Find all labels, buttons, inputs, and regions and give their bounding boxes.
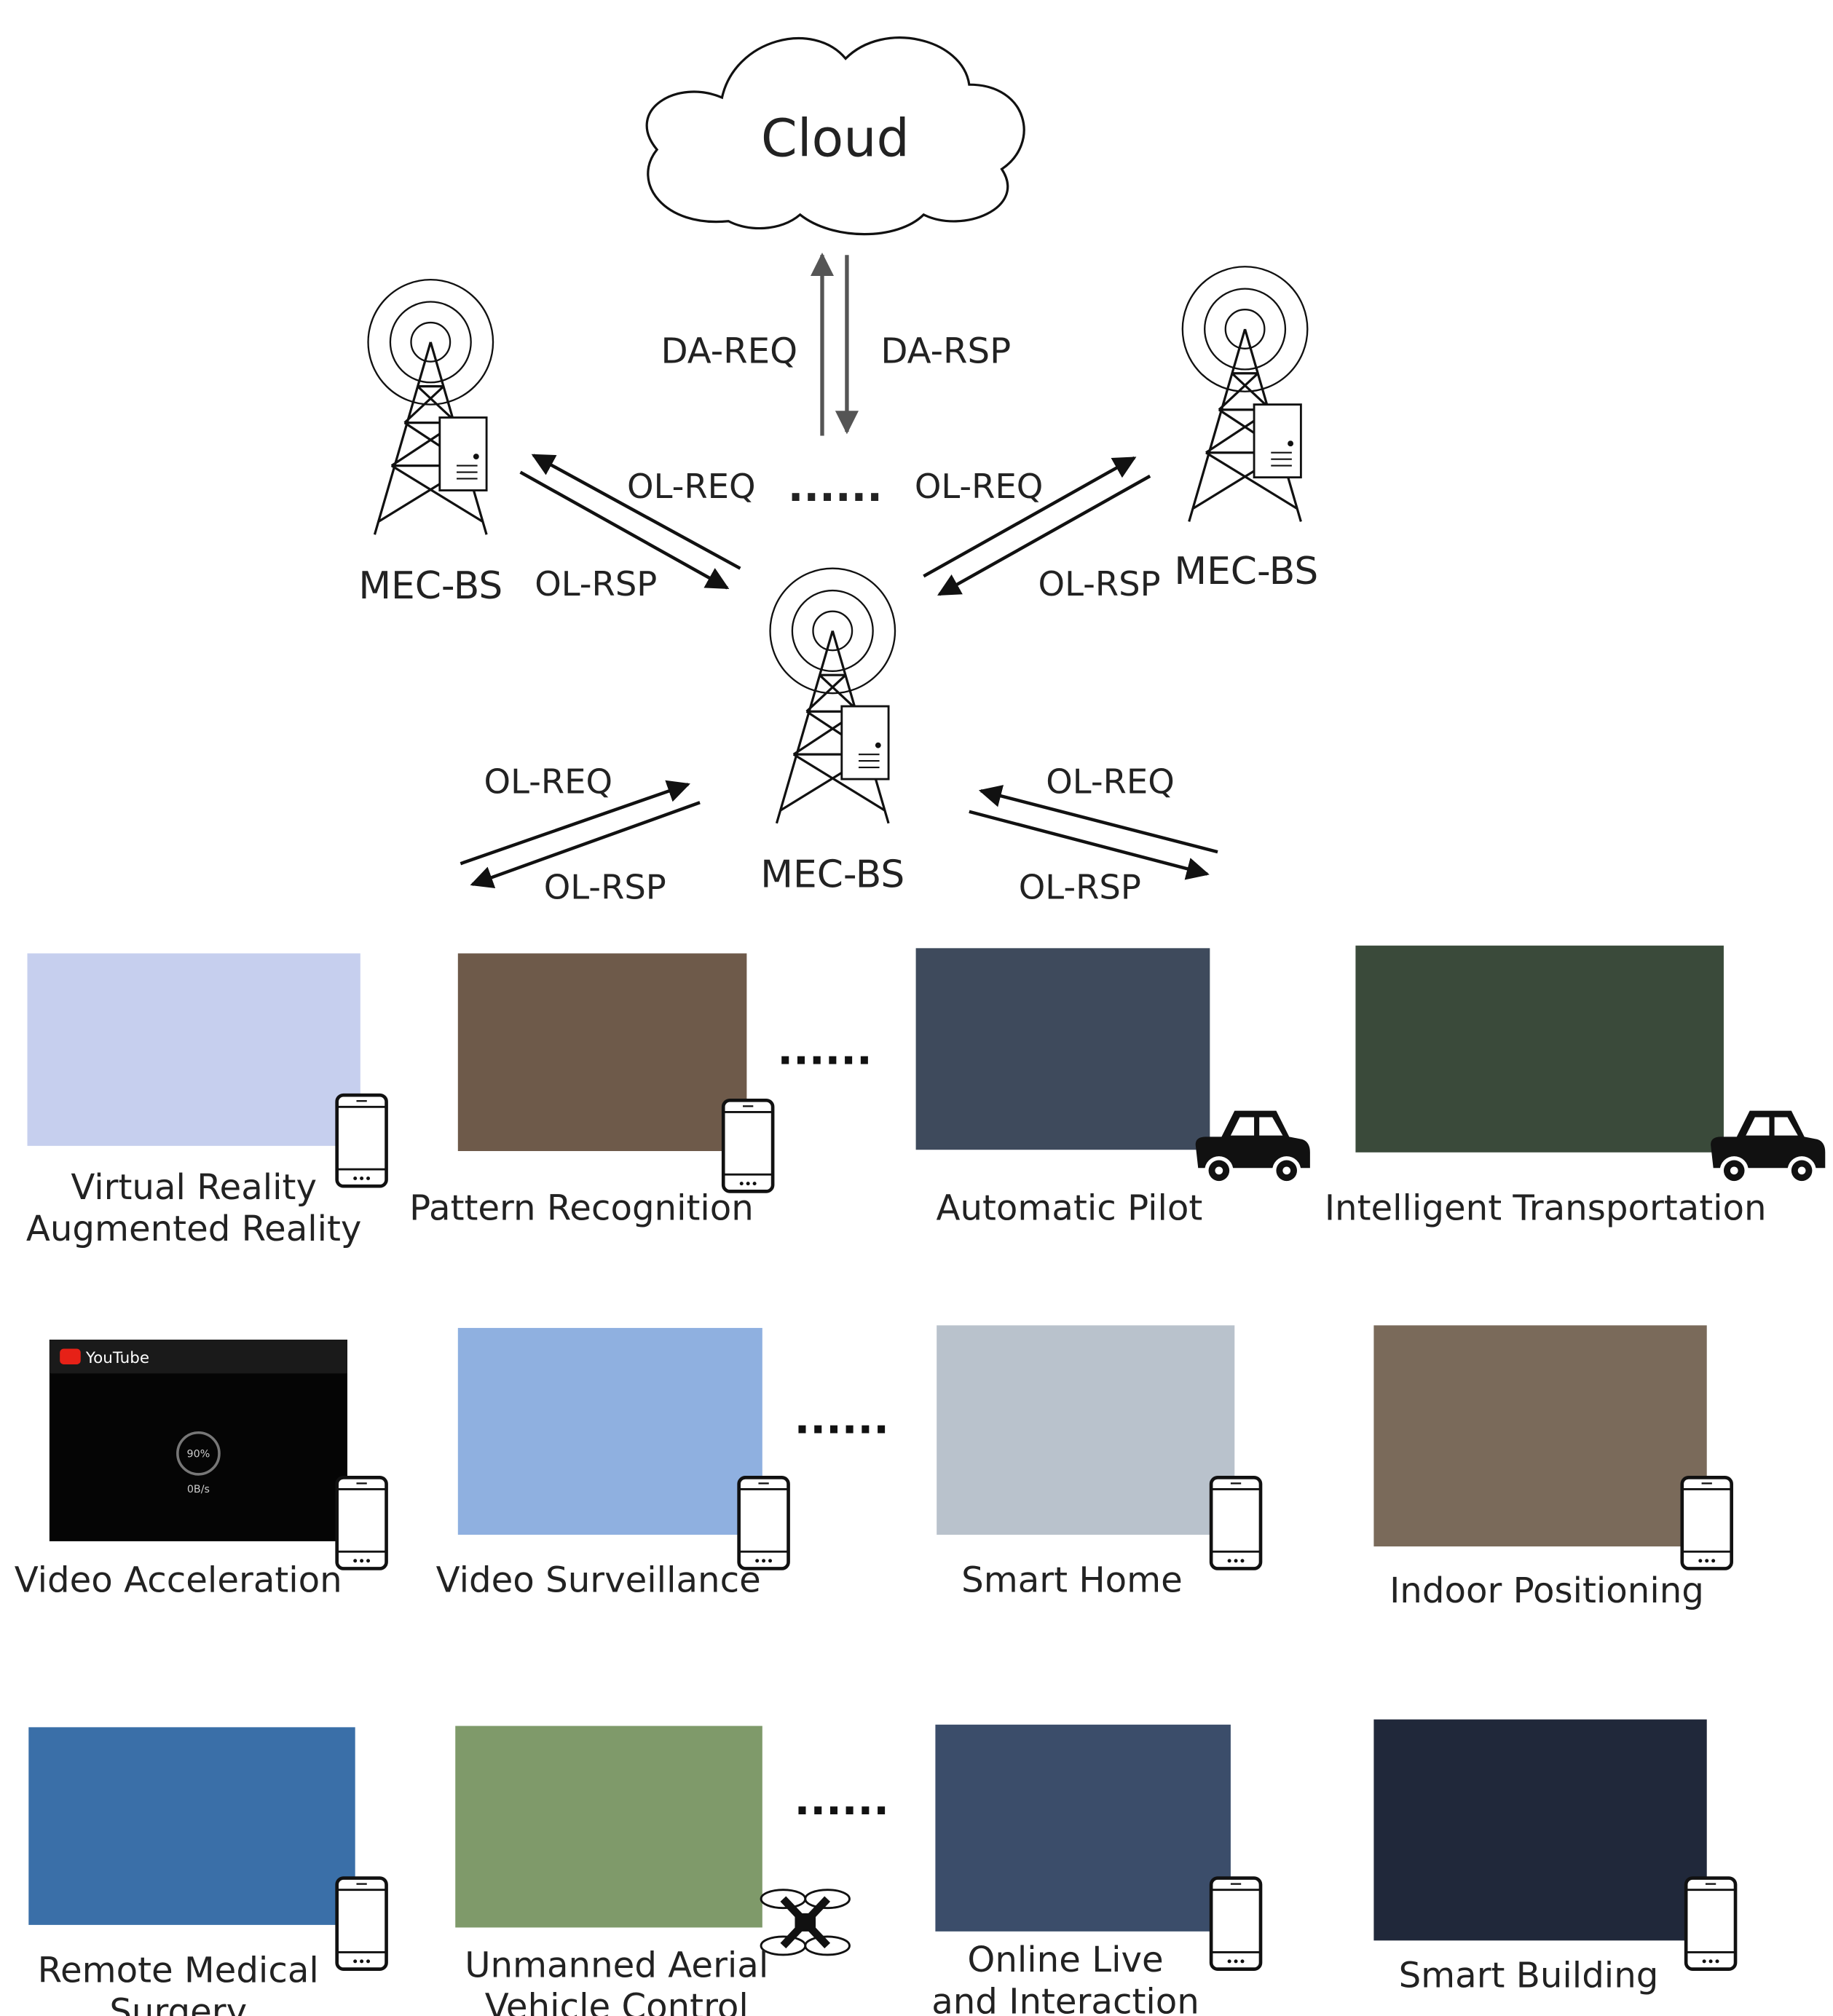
mec-bs-center: MEC-BS xyxy=(760,567,904,896)
app-automatic-pilot: Automatic Pilot xyxy=(915,948,1310,1229)
app-image-remote-medical-surgery xyxy=(28,1727,355,1925)
ol-rsp-label-bs-right: OL-RSP xyxy=(1038,564,1161,604)
ol-req-label-dev-right: OL-REQ xyxy=(1046,762,1175,802)
app-label: Remote Medical xyxy=(38,1950,319,1991)
ol-req-label-bs-left: OL-REQ xyxy=(627,467,756,506)
app-image-unmanned-aerial-vehicle-control xyxy=(455,1726,762,1928)
cloud-bs-link: DA-REQ DA-RSP xyxy=(661,252,1011,436)
app-pattern-recognition: Pattern Recognition xyxy=(409,953,773,1229)
loading-rate: 0B/s xyxy=(187,1484,210,1495)
app-image-smart-building xyxy=(1373,1719,1707,1941)
app-label: Vehicle Control xyxy=(485,1987,749,2016)
smartphone-icon xyxy=(337,1477,387,1568)
app-image-intelligent-transportation xyxy=(1355,945,1724,1153)
ol-rsp-label-dev-left: OL-RSP xyxy=(544,867,666,906)
row-ellipsis: ...... xyxy=(777,1026,872,1074)
device-link-left: OL-REQ OL-RSP xyxy=(460,762,701,906)
smartphone-icon xyxy=(739,1477,789,1568)
app-label: Virtual Reality xyxy=(71,1167,317,1208)
app-image-virtual-reality-augmented-reality xyxy=(27,953,360,1146)
row-ellipsis: ...... xyxy=(795,1396,889,1444)
car-icon xyxy=(1711,1110,1826,1185)
ol-req-label-bs-right: OL-REQ xyxy=(915,467,1044,506)
smartphone-icon xyxy=(337,1095,387,1186)
smartphone-icon xyxy=(1686,1878,1735,1969)
loading-spinner-icon xyxy=(176,1431,221,1476)
smartphone-icon xyxy=(723,1100,773,1191)
app-image-indoor-positioning xyxy=(1373,1325,1707,1547)
da-rsp-label: DA-RSP xyxy=(880,331,1011,371)
app-image-video-surveillance xyxy=(457,1327,762,1535)
mec-bs-left-label: MEC-BS xyxy=(358,564,502,608)
mec-bs-left: MEC-BS xyxy=(358,278,502,608)
app-label: Augmented Reality xyxy=(26,1209,362,1249)
app-smart-home: Smart Home xyxy=(937,1325,1261,1601)
row-ellipsis: ...... xyxy=(795,1776,889,1825)
app-label: Smart Building xyxy=(1399,1956,1659,1996)
app-label: Smart Home xyxy=(961,1560,1183,1601)
app-intelligent-transportation: Intelligent Transportation xyxy=(1325,945,1826,1229)
bs-link-left: OL-REQ OL-RSP xyxy=(519,454,756,604)
app-label: and Interaction xyxy=(931,1981,1199,2016)
app-image-pattern-recognition xyxy=(457,953,747,1152)
mec-bs-center-label: MEC-BS xyxy=(760,853,904,896)
mec-bs-right-label: MEC-BS xyxy=(1174,550,1318,593)
app-label: Indoor Positioning xyxy=(1389,1570,1704,1611)
app-label: Video Surveillance xyxy=(436,1560,761,1601)
app-label: Pattern Recognition xyxy=(409,1188,754,1229)
loading-percent: 90% xyxy=(187,1449,210,1460)
smartphone-icon xyxy=(337,1878,387,1969)
drone-icon xyxy=(761,1890,849,1955)
app-label: Surgery xyxy=(109,1992,247,2016)
video-topbar xyxy=(49,1340,347,1374)
app-label: Online Live xyxy=(967,1940,1163,1980)
bs-link-right: OL-REQ OL-RSP xyxy=(915,456,1161,604)
cloud-node: Cloud xyxy=(645,36,1025,236)
app-indoor-positioning: Indoor Positioning xyxy=(1373,1325,1732,1611)
play-logo-icon xyxy=(60,1348,81,1364)
cloud-label: Cloud xyxy=(761,108,910,168)
app-video-surveillance: Video Surveillance xyxy=(436,1327,789,1601)
bs-ellipsis: ...... xyxy=(788,463,883,511)
app-label: Unmanned Aerial xyxy=(465,1945,768,1985)
smartphone-icon xyxy=(1211,1477,1261,1568)
app-image-smart-home xyxy=(937,1325,1235,1535)
app-smart-building: Smart Building xyxy=(1373,1719,1735,1996)
smartphone-icon xyxy=(1211,1878,1261,1969)
da-req-label: DA-REQ xyxy=(661,331,798,371)
app-label: Video Acceleration xyxy=(15,1560,342,1601)
app-label: Automatic Pilot xyxy=(936,1188,1202,1229)
ol-req-label-dev-left: OL-REQ xyxy=(484,762,613,802)
ol-rsp-label-dev-right: OL-RSP xyxy=(1019,867,1141,906)
app-image-online-live-and-interaction xyxy=(935,1724,1231,1932)
ol-rsp-label-bs-left: OL-RSP xyxy=(535,564,657,604)
app-label: Intelligent Transportation xyxy=(1325,1188,1767,1229)
app-image-automatic-pilot xyxy=(915,948,1210,1150)
video-brand-label: YouTube xyxy=(85,1349,149,1367)
mec-bs-right: MEC-BS xyxy=(1174,265,1318,593)
device-link-right: OL-REQ OL-RSP xyxy=(969,762,1218,906)
car-icon xyxy=(1195,1110,1310,1185)
smartphone-icon xyxy=(1682,1477,1732,1568)
